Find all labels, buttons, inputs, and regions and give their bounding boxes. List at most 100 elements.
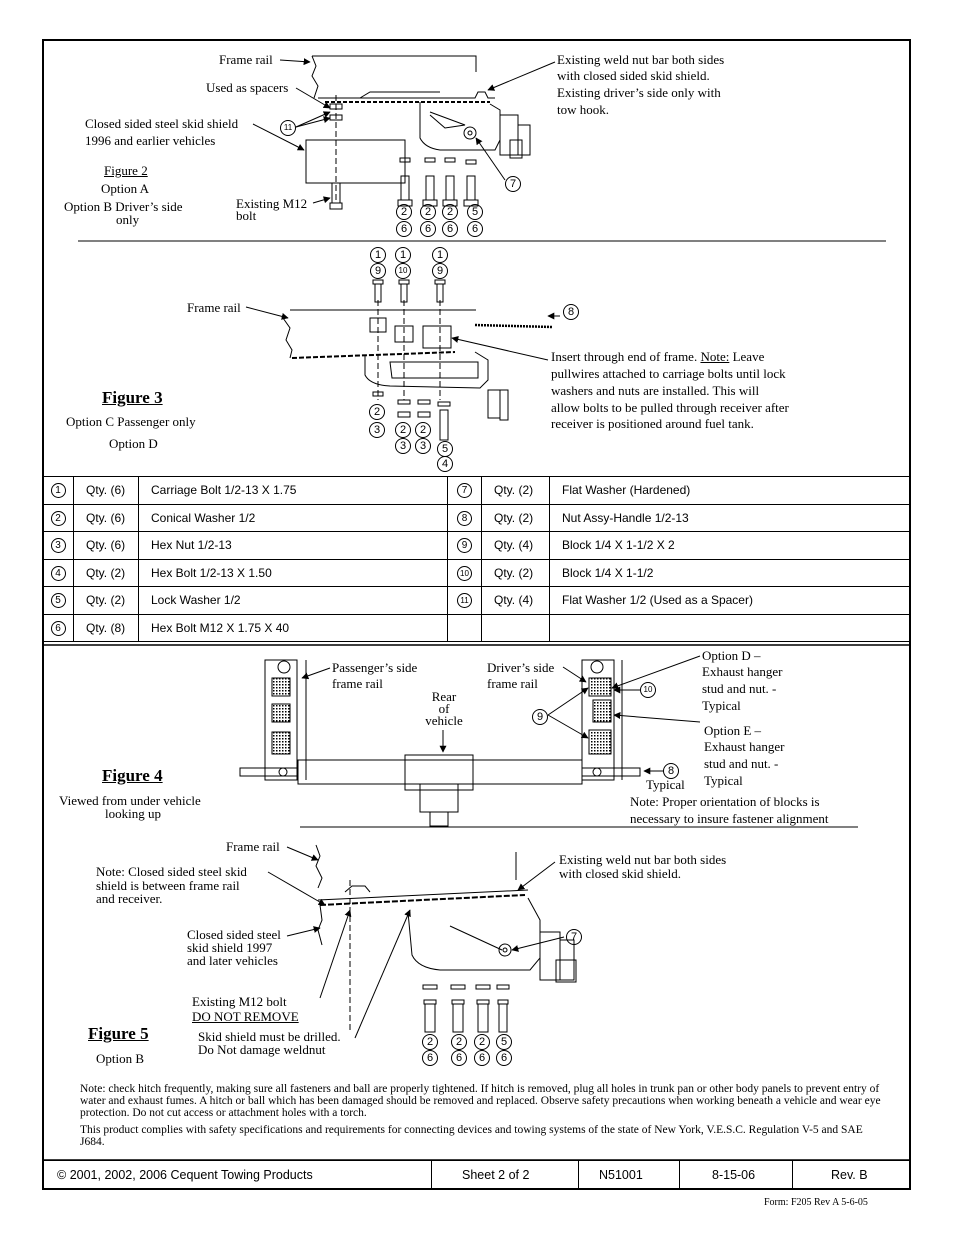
fig5-skid-line3: and later vehicles xyxy=(187,953,278,968)
fig3-frame-rail-label: Frame rail xyxy=(187,300,241,315)
part-qty: Qty. (6) xyxy=(73,476,139,505)
part-qty: Qty. (2) xyxy=(481,558,550,587)
callout-3: 3 xyxy=(395,438,411,454)
part-number: 5 xyxy=(50,593,66,609)
fig3-option-c: Option C Passenger only xyxy=(66,414,196,429)
callout-6: 6 xyxy=(420,221,436,237)
callout-6: 6 xyxy=(442,221,458,237)
table-row: 2 Qty. (6) Conical Washer 1/2 8 Qty. (2)… xyxy=(42,503,911,532)
callout-2: 2 xyxy=(420,204,436,220)
callout-9: 9 xyxy=(532,709,548,725)
callout-1: 1 xyxy=(432,247,448,263)
fig3-option-d: Option D xyxy=(109,436,158,451)
fig5-weld-line2: with closed skid shield. xyxy=(559,866,682,881)
fig4-note-line1: Note: Proper orientation of blocks is xyxy=(630,794,820,809)
part-qty: Qty. (8) xyxy=(73,613,139,642)
fig4-option-e-line1: Option E – xyxy=(704,723,762,738)
callout-10: 10 xyxy=(640,682,656,698)
table-row: 1 Qty. (6) Carriage Bolt 1/2-13 X 1.75 7… xyxy=(42,476,911,505)
fig2-spacers-label: Used as spacers xyxy=(206,80,289,95)
fig2-skid-label-line2: 1996 and earlier vehicles xyxy=(85,133,216,148)
callout-8: 8 xyxy=(663,763,679,779)
figure2-drawing xyxy=(252,55,556,210)
callout-2: 2 xyxy=(396,204,412,220)
footer-copyright: © 2001, 2002, 2006 Cequent Towing Produc… xyxy=(42,1160,432,1190)
callout-2: 2 xyxy=(422,1034,438,1050)
fig3-insert-line4: allow bolts to be pulled through receive… xyxy=(551,400,789,415)
fig2-weld-label-line2: with closed sided skid shield. xyxy=(557,68,710,83)
fig5-note-line1: Note: Closed sided steel skid xyxy=(96,864,247,879)
part-description: Block 1/4 X 1-1/2 X 2 xyxy=(549,531,911,560)
fig5-weld-line1: Existing weld nut bar both sides xyxy=(559,852,727,867)
callout-7: 7 xyxy=(505,176,521,192)
callout-5: 5 xyxy=(496,1034,512,1050)
footer-date: 8-15-06 xyxy=(679,1160,793,1190)
callout-6: 6 xyxy=(474,1050,490,1066)
callout-1: 1 xyxy=(395,247,411,263)
part-number: 6 xyxy=(50,620,66,636)
fig4-option-e-line4: Typical xyxy=(704,773,743,788)
fig5-drill-line1: Skid shield must be drilled. xyxy=(198,1029,341,1044)
fig2-option-a: Option A xyxy=(101,181,150,196)
part-description: Hex Bolt M12 X 1.75 X 40 xyxy=(138,613,448,642)
part-number: 4 xyxy=(50,565,66,581)
fig4-viewed-line1: Viewed from under vehicle xyxy=(59,793,201,808)
form-number: Form: F205 Rev A 5-6-05 xyxy=(764,1197,868,1208)
figure3-drawing xyxy=(245,279,560,441)
fig4-passenger-rail-line2: frame rail xyxy=(332,676,383,691)
fig5-note-line3: and receiver. xyxy=(96,891,163,906)
footer-table: © 2001, 2002, 2006 Cequent Towing Produc… xyxy=(42,1160,911,1190)
part-description: Flat Washer (Hardened) xyxy=(549,476,911,505)
callout-6: 6 xyxy=(496,1050,512,1066)
fig4-option-e-line2: Exhaust hanger xyxy=(704,739,785,754)
part-qty: Qty. (4) xyxy=(481,586,550,615)
part-description: Carriage Bolt 1/2-13 X 1.75 xyxy=(138,476,448,505)
callout-6: 6 xyxy=(451,1050,467,1066)
fig4-option-d-line1: Option D – xyxy=(702,648,761,663)
fig3-insert-line1: Insert through end of frame. Note: Leave xyxy=(551,349,765,364)
fig2-m12-label-line1: Existing M12 xyxy=(236,196,308,211)
fig2-m12-label-line2: bolt xyxy=(236,208,257,223)
figure5-drawing xyxy=(267,844,577,1039)
fig5-option-b: Option B xyxy=(96,1051,145,1066)
callout-11: 11 xyxy=(280,120,296,136)
part-description: Block 1/4 X 1-1/2 xyxy=(549,558,911,587)
fig4-option-d-line3: stud and nut. - xyxy=(702,681,777,696)
fig4-rear-line1: Rear xyxy=(431,689,457,704)
callout-2: 2 xyxy=(369,404,385,420)
figure4-drawing xyxy=(239,655,701,827)
fig2-weld-label-line3: Existing driver’s side only with xyxy=(557,85,721,100)
compliance-note: This product complies with safety specif… xyxy=(80,1124,863,1148)
part-qty: Qty. (2) xyxy=(481,503,550,532)
callout-2: 2 xyxy=(415,422,431,438)
part-description: Nut Assy-Handle 1/2-13 xyxy=(549,503,911,532)
part-number: 7 xyxy=(457,483,472,499)
part-qty: Qty. (6) xyxy=(73,531,139,560)
part-qty: Qty. (4) xyxy=(481,531,550,560)
part-number: 9 xyxy=(457,538,472,554)
callout-9: 9 xyxy=(370,263,386,279)
part-qty: Qty. (2) xyxy=(73,558,139,587)
part-qty: Qty. (2) xyxy=(73,586,139,615)
fig4-rear-line3: vehicle xyxy=(425,713,463,728)
fig4-option-d-line4: Typical xyxy=(702,698,741,713)
fig2-frame-rail-label: Frame rail xyxy=(219,52,273,67)
part-description: Lock Washer 1/2 xyxy=(138,586,448,615)
part-number: 3 xyxy=(50,538,66,554)
callout-9: 9 xyxy=(432,263,448,279)
figure3-caption: Figure 3 xyxy=(102,388,163,407)
callout-2: 2 xyxy=(395,422,411,438)
fig4-typical-label: Typical xyxy=(646,777,685,792)
figure2-caption: Figure 2 xyxy=(104,163,148,178)
callout-7: 7 xyxy=(566,929,582,945)
callout-5: 5 xyxy=(437,441,453,457)
callout-6: 6 xyxy=(467,221,483,237)
fig4-option-e-line3: stud and nut. - xyxy=(704,756,779,771)
fig2-weld-label-line4: tow hook. xyxy=(557,102,609,117)
part-description: Flat Washer 1/2 (Used as a Spacer) xyxy=(549,586,911,615)
part-description: Hex Bolt 1/2-13 X 1.50 xyxy=(138,558,448,587)
part-number: 1 xyxy=(50,483,66,499)
callout-6: 6 xyxy=(396,221,412,237)
fig4-driver-rail-line1: Driver’s side xyxy=(487,660,555,675)
callout-2: 2 xyxy=(442,204,458,220)
